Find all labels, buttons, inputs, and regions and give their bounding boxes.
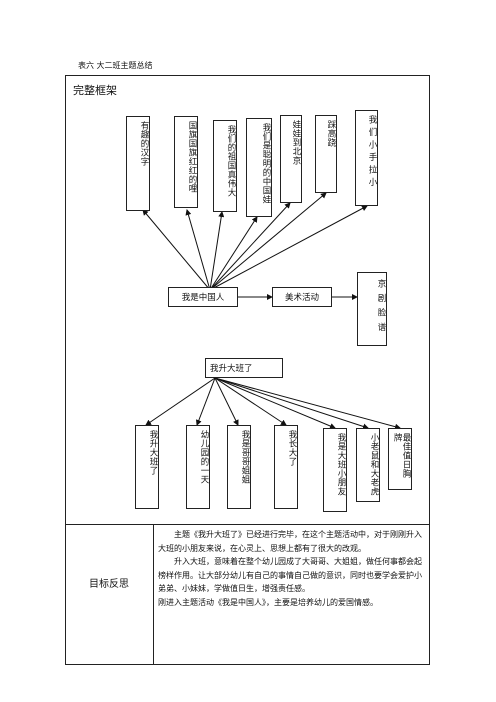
arrow-t1-1 bbox=[142, 209, 211, 291]
arrow-t2-7 bbox=[214, 377, 401, 430]
branch-box-smart-chinese-kids: 我们是聪明的中国娃 bbox=[246, 118, 272, 217]
row-divider bbox=[65, 524, 430, 525]
theme2-center-box: 我升大班了 bbox=[205, 358, 283, 378]
branch-box-mouse-and-tiger: 小老鼠和大老虎 bbox=[356, 428, 380, 502]
reflection-label: 目标反思 bbox=[89, 579, 129, 590]
reflection-text: 主题《我升大班了》已经进行完毕，在这个主题活动中，对于刚刚升入大班的小朋友来说，… bbox=[158, 528, 426, 609]
reflection-paragraph: 刚进入主题活动《我是中国人》，主要是培养幼儿的爱国情感。 bbox=[158, 597, 378, 607]
branch-box-kids-to-beijing: 娃娃到北京 bbox=[280, 115, 302, 203]
arrow-t2-3 bbox=[214, 377, 239, 426]
reflection-paragraph: 主题《我升大班了》已经进行完毕，在这个主题活动中，对于刚刚升入大班的小朋友来说，… bbox=[158, 530, 422, 553]
branch-box-senior-kid: 我是大班小朋友 bbox=[323, 428, 347, 512]
branch-box-hand-in-hand: 我们小手拉小 bbox=[355, 110, 378, 206]
column-divider bbox=[153, 524, 154, 665]
branch-box-big-brother-sister: 我是哥哥姐姐 bbox=[227, 425, 251, 509]
arrow-t1-2 bbox=[185, 209, 211, 291]
table-caption: 表六 大二班主题总结 bbox=[78, 61, 153, 70]
branch-box-kindergarten-day: 幼儿园的一天 bbox=[186, 425, 210, 509]
arrow-t2-6 bbox=[214, 377, 369, 430]
branch-box-growing-up: 我长大了 bbox=[274, 425, 298, 509]
table-frame bbox=[65, 75, 430, 665]
arrow-t1-6 bbox=[209, 192, 327, 291]
branch-box-chinese-characters: 有趣的汉字 bbox=[126, 116, 150, 211]
arrow-t1-7 bbox=[209, 205, 368, 291]
arrow-t1-4 bbox=[209, 216, 258, 291]
opera-masks-box: 京剧脸谱 bbox=[357, 272, 387, 346]
arrow-t2-2 bbox=[195, 377, 216, 426]
branch-box-national-flag: 国旗国旗红红的哩 bbox=[174, 116, 198, 208]
reflection-paragraph: 升入大班，意味着在整个幼儿园成了大哥哥、大姐姐，做任何事都会起榜样作用。让大部分… bbox=[158, 557, 422, 593]
branch-box-stilts: 踩高跷 bbox=[315, 115, 337, 193]
arrow-t1-5 bbox=[209, 202, 291, 291]
arrow-t2-1 bbox=[145, 377, 216, 426]
framework-title: 完整框架 bbox=[73, 84, 117, 97]
arrow-t2-4 bbox=[214, 377, 287, 426]
theme1-center-box: 我是中国人 bbox=[168, 287, 238, 307]
art-activity-box: 美术活动 bbox=[272, 287, 332, 307]
branch-box-entering-senior-class: 我升大班了 bbox=[135, 425, 159, 509]
arrow-t1-3 bbox=[209, 211, 225, 291]
arrow-t2-5 bbox=[214, 377, 336, 429]
branch-box-duty-badge: 最佳值日胸牌 bbox=[388, 428, 412, 490]
branch-box-great-motherland: 我们的祖国真伟大 bbox=[213, 120, 237, 212]
